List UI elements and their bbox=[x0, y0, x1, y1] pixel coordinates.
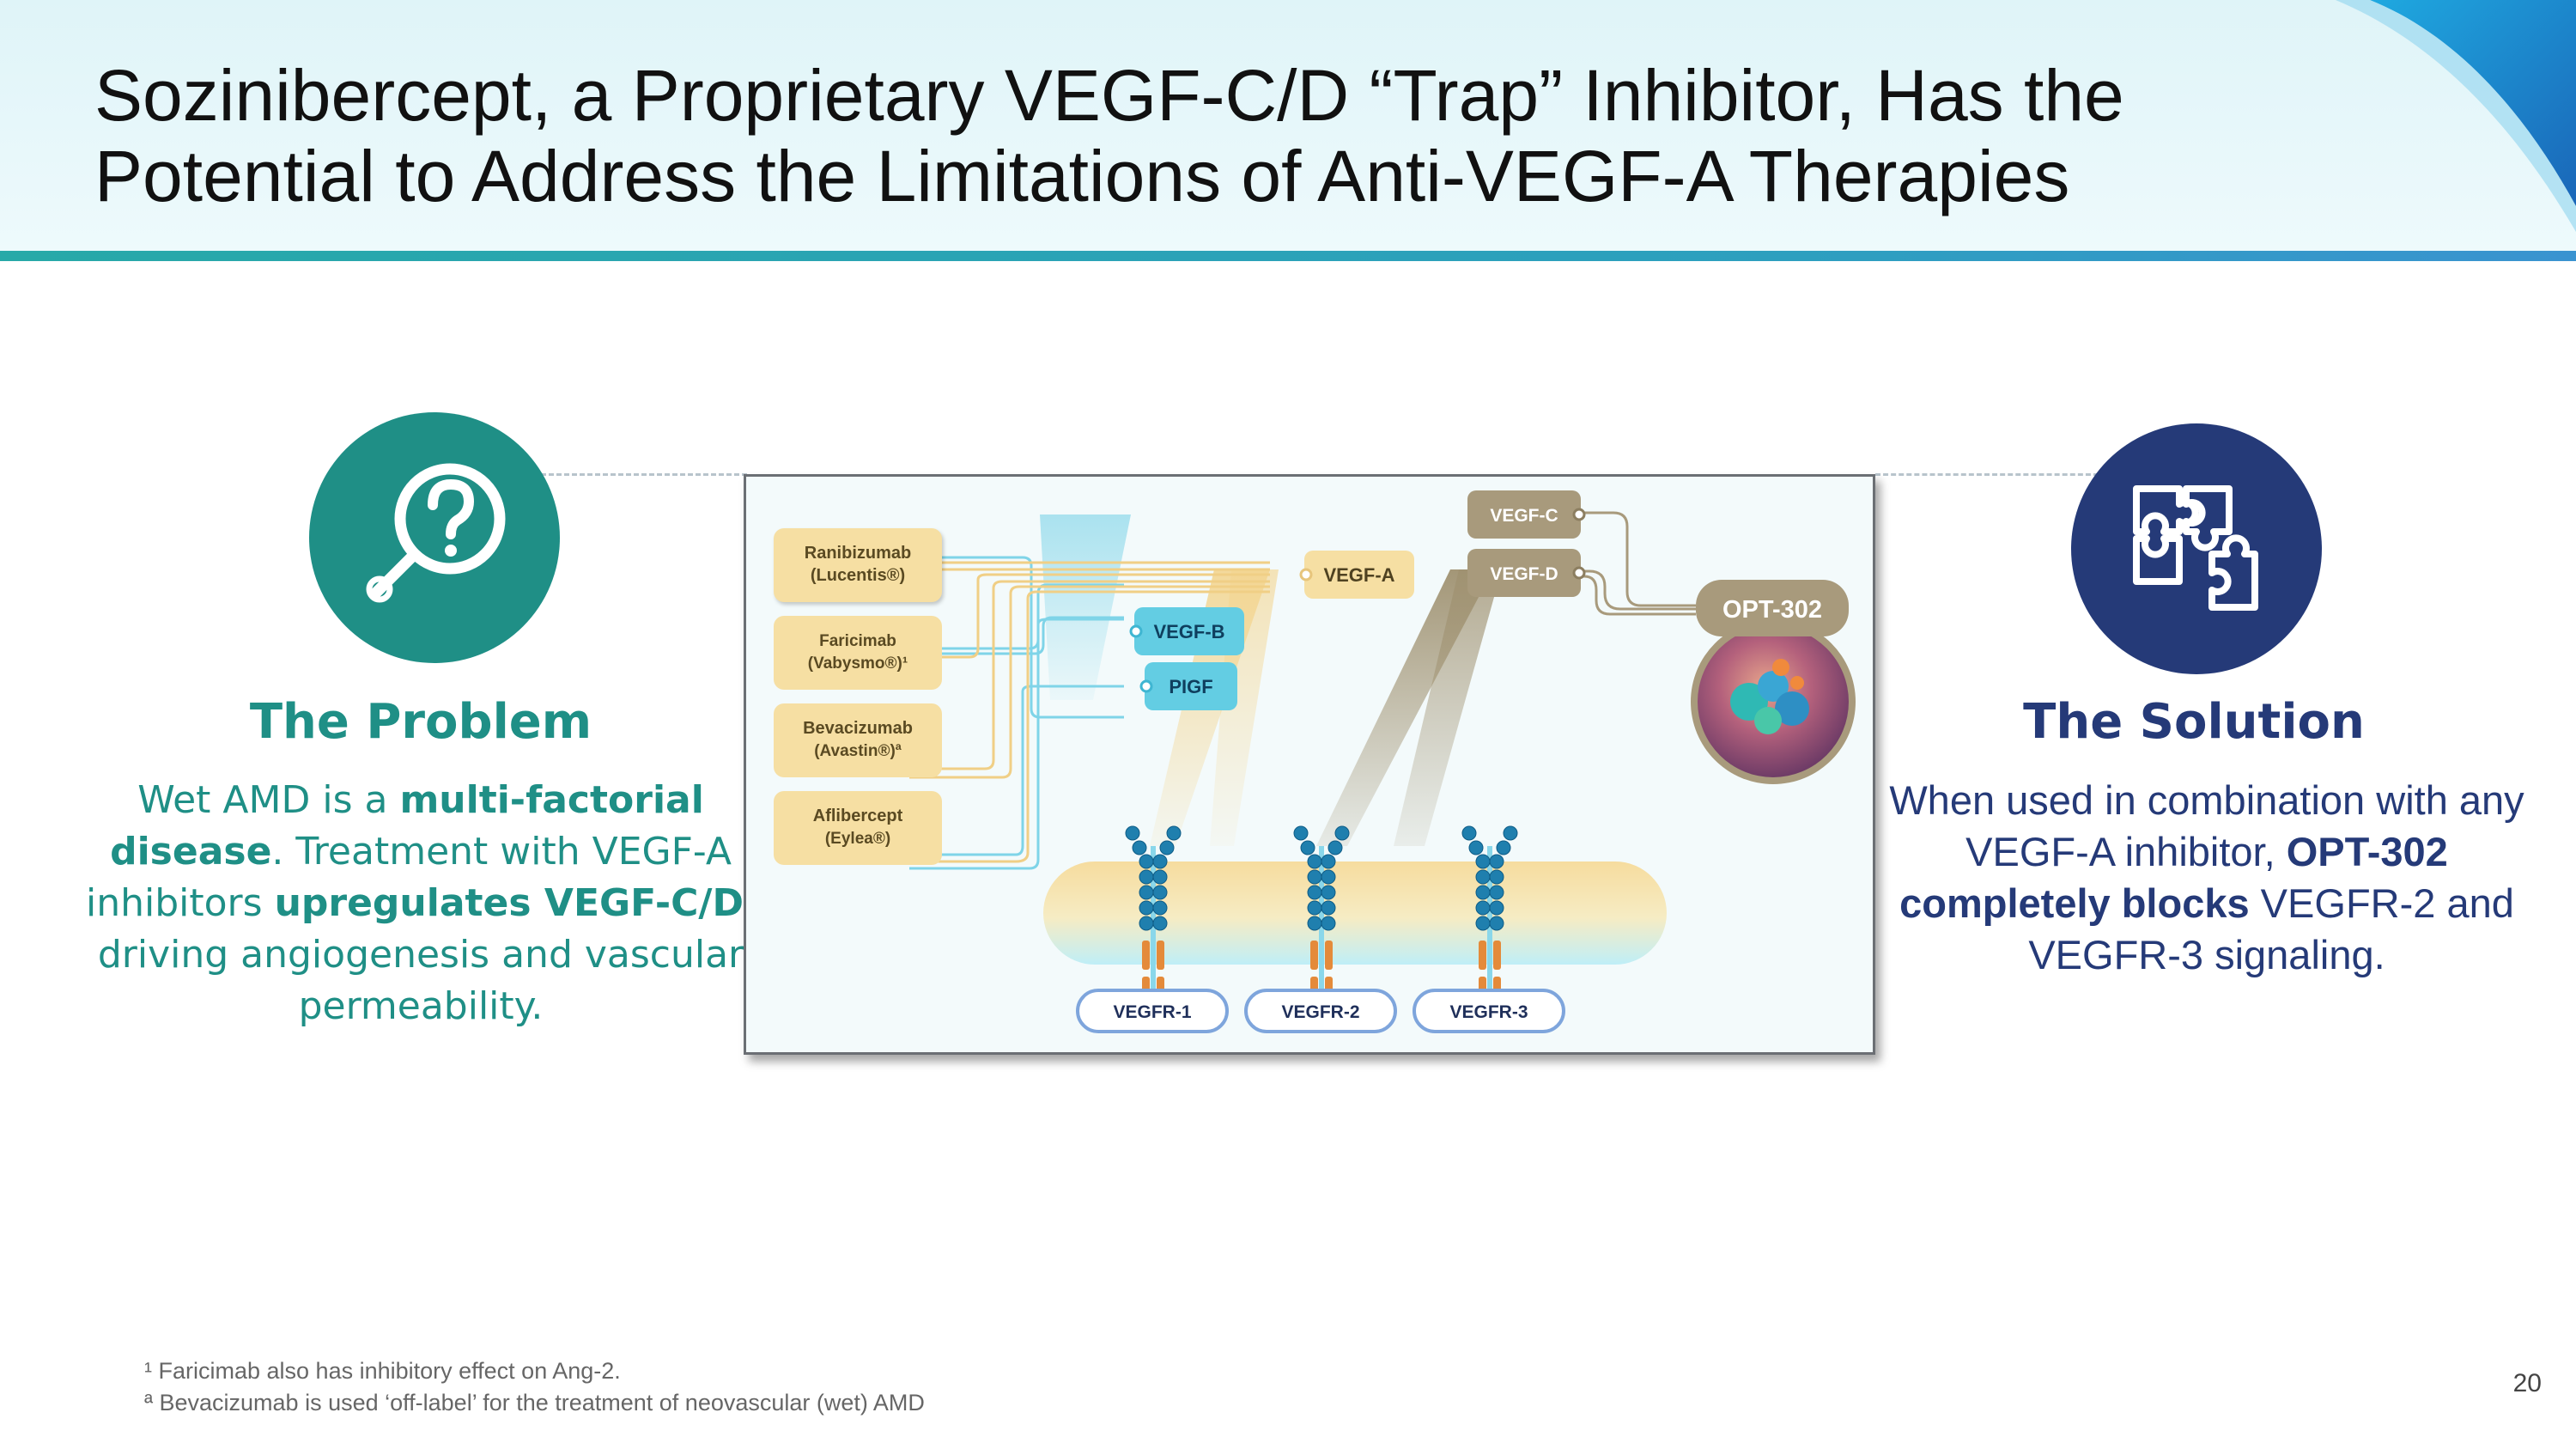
connector-left bbox=[541, 473, 747, 476]
problem-icon-circle bbox=[309, 412, 560, 663]
protein-molecule-icon bbox=[1730, 659, 1809, 734]
drug-bevacizumab-name: Bevacizumab bbox=[803, 719, 913, 738]
opt-302-label: OPT-302 bbox=[1722, 596, 1822, 624]
header-divider bbox=[0, 251, 2576, 261]
magnifier-question-icon bbox=[366, 463, 506, 603]
footnotes: ¹ Faricimab also has inhibitory effect o… bbox=[144, 1355, 925, 1419]
drug-ranibizumab-name: Ranibizumab bbox=[805, 544, 911, 563]
footnote-1: ¹ Faricimab also has inhibitory effect o… bbox=[144, 1358, 621, 1384]
receptor-label-vegfr-1: VEGFR-1 bbox=[1076, 989, 1229, 1033]
receptor-vegfr-3-text: VEGFR-3 bbox=[1449, 1002, 1528, 1022]
page-number: 20 bbox=[2512, 1369, 2542, 1397]
problem-text-5: , driving angiogenesis and vascular perm… bbox=[97, 881, 756, 1028]
ligand-vegf-b: VEGF-B bbox=[1129, 607, 1244, 655]
ligand-pigf-label: PIGF bbox=[1169, 676, 1212, 697]
solution-text-2: OPT-302 completely blocks bbox=[1899, 829, 2448, 926]
receptor-label-vegfr-2: VEGFR-2 bbox=[1244, 989, 1397, 1033]
footnote-2: ª Bevacizumab is used ‘off-label’ for th… bbox=[144, 1390, 925, 1416]
solution-text-3: VEGFR-2 and VEGFR-3 signaling. bbox=[2028, 880, 2514, 977]
problem-text-3: . Treatment with VEGF-A inhibitors bbox=[86, 830, 732, 925]
receptor-label-vegfr-3: VEGFR-3 bbox=[1413, 989, 1565, 1033]
problem-body: Wet AMD is a multi-factorial disease. Tr… bbox=[86, 775, 756, 1032]
drug-faricimab-name: Faricimab bbox=[819, 632, 896, 650]
drug-faricimab-brand: (Vabysmo®)¹ bbox=[808, 654, 908, 673]
corner-swoosh bbox=[2336, 0, 2576, 232]
slide-title-line-1: Sozinibercept, a Proprietary VEGF-C/D “T… bbox=[94, 55, 2124, 136]
problem-text-2: multi-factorial disease bbox=[110, 778, 704, 874]
diagram-canvas: Ranibizumab (Lucentis®) Faricimab (Vabys… bbox=[774, 490, 1856, 1033]
beam-vegf-cd-2 bbox=[1394, 569, 1502, 846]
ligand-vegf-d: VEGF-D bbox=[1467, 549, 1586, 597]
drug-faricimab: Faricimab (Vabysmo®)¹ bbox=[774, 616, 942, 690]
opt-302-trap: OPT-302 bbox=[1691, 580, 1856, 784]
solution-text-1: When used in combination with any VEGF-A… bbox=[1889, 777, 2524, 874]
drug-bevacizumab-brand: (Avastin®)ª bbox=[814, 742, 902, 760]
solution-title: The Solution bbox=[2023, 694, 2365, 750]
ligand-vegf-c: VEGF-C bbox=[1467, 490, 1586, 539]
puzzle-pieces-icon bbox=[2133, 485, 2258, 611]
ligand-vegf-a: VEGF-A bbox=[1299, 551, 1414, 599]
receptor-vegfr-3 bbox=[1461, 825, 1518, 1006]
solution-body: When used in combination with any VEGF-A… bbox=[1880, 775, 2533, 981]
ligand-vegf-b-label: VEGF-B bbox=[1153, 621, 1224, 642]
solution-icon-circle bbox=[2071, 423, 2322, 674]
receptor-vegfr-2-text: VEGFR-2 bbox=[1281, 1002, 1359, 1022]
drug-aflibercept-brand: (Eylea®) bbox=[825, 830, 890, 848]
slide-title-line-2: Potential to Address the Limitations of … bbox=[94, 136, 2070, 216]
problem-text-1: Wet AMD is a bbox=[137, 778, 400, 822]
drug-ranibizumab-brand: (Lucentis®) bbox=[811, 566, 905, 585]
ligand-pigf: PIGF bbox=[1139, 662, 1237, 710]
ligand-vegf-c-label: VEGF-C bbox=[1490, 506, 1558, 526]
beam-vegf-b bbox=[1040, 514, 1131, 700]
slide-title: Sozinibercept, a Proprietary VEGF-C/D “T… bbox=[94, 55, 2327, 216]
connector-right bbox=[1875, 473, 2099, 476]
ligand-vegf-a-label: VEGF-A bbox=[1323, 564, 1394, 586]
problem-title: The Problem bbox=[249, 694, 592, 750]
drug-aflibercept: Aflibercept (Eylea®) bbox=[774, 791, 942, 865]
problem-text-4: upregulates VEGF-C/D bbox=[274, 881, 744, 925]
header-band bbox=[0, 0, 2576, 254]
ligand-vegf-d-label: VEGF-D bbox=[1490, 564, 1558, 584]
receptor-vegfr-1-text: VEGFR-1 bbox=[1113, 1002, 1191, 1022]
drug-aflibercept-name: Aflibercept bbox=[813, 807, 903, 825]
drug-ranibizumab: Ranibizumab (Lucentis®) bbox=[774, 528, 942, 602]
mechanism-diagram: Ranibizumab (Lucentis®) Faricimab (Vabys… bbox=[744, 474, 1875, 1055]
drug-bevacizumab: Bevacizumab (Avastin®)ª bbox=[774, 703, 942, 777]
receptor-vegfr-2 bbox=[1293, 825, 1350, 1006]
cell-membrane bbox=[1043, 861, 1667, 965]
